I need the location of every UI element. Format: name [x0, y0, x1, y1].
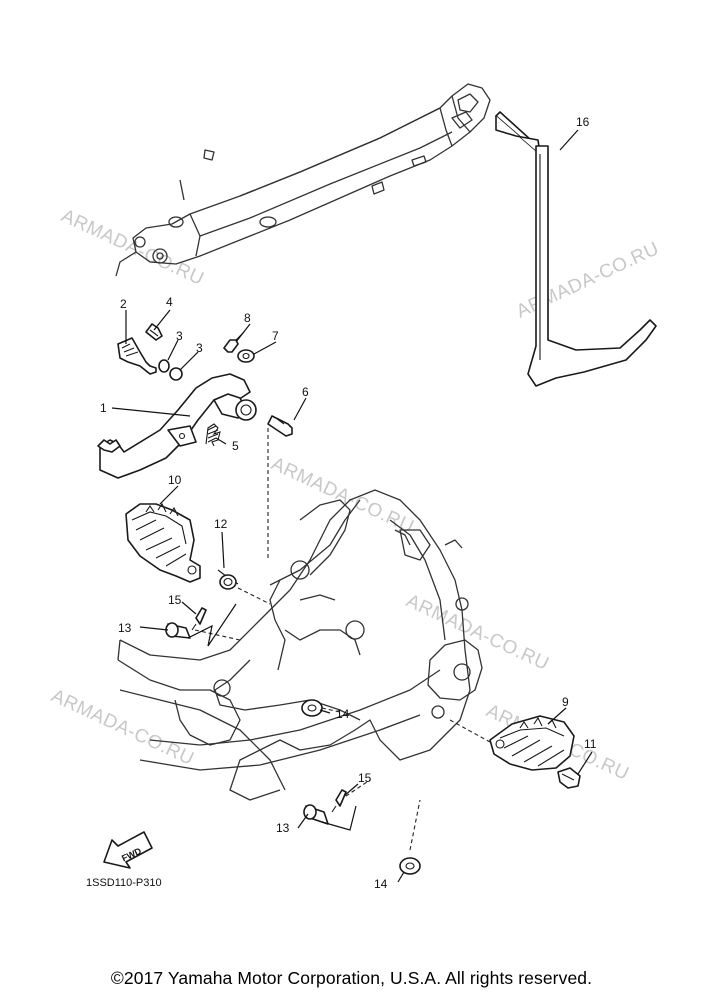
callout-3a: 3 — [176, 329, 183, 343]
part-clip-11[interactable] — [557, 767, 581, 789]
callout-15b: 15 — [358, 771, 372, 785]
callout-5: 5 — [232, 439, 239, 453]
callout-14a: 14 — [336, 707, 350, 721]
part-footrest-left[interactable] — [125, 502, 201, 583]
part-washer-14-upper[interactable] — [301, 699, 323, 717]
watermark: ARMADA-CO.RU — [403, 590, 552, 674]
callout-12: 12 — [214, 517, 228, 531]
callout-13a: 13 — [118, 621, 132, 635]
callout-13b: 13 — [276, 821, 290, 835]
callout-8: 8 — [244, 311, 251, 325]
callout-16: 16 — [576, 115, 590, 129]
callouts: 1 2 3 3 4 5 6 7 8 9 10 11 12 13 13 14 14… — [100, 115, 597, 891]
callout-9: 9 — [562, 695, 569, 709]
part-pivot-bolt[interactable] — [117, 337, 157, 375]
fwd-arrow-icon: FWD — [103, 831, 153, 869]
part-pin-13-left[interactable] — [165, 622, 191, 639]
assembly-lines — [194, 428, 491, 851]
part-washer-14-lower[interactable] — [399, 857, 421, 875]
copyright-footer: ©2017 Yamaha Motor Corporation, U.S.A. A… — [110, 968, 593, 988]
callout-1: 1 — [100, 401, 107, 415]
part-cotter-pin-15-lower[interactable] — [331, 789, 347, 813]
part-o-rings[interactable] — [158, 359, 183, 381]
part-cotter-pin-15-left[interactable] — [191, 607, 207, 631]
callout-2: 2 — [120, 297, 127, 311]
part-footrest-right[interactable] — [489, 715, 575, 771]
callout-7: 7 — [272, 329, 279, 343]
part-bolt-6[interactable] — [267, 415, 293, 437]
callout-6: 6 — [302, 385, 309, 399]
sidestand[interactable] — [495, 111, 657, 387]
diagram-code: 1SSD110-P310 — [86, 877, 162, 889]
part-spring-5[interactable] — [205, 423, 221, 447]
leader-lines — [111, 129, 593, 883]
watermarks: ARMADA-CO.RU ARMADA-CO.RU ARMADA-CO.RU A… — [48, 205, 663, 784]
part-cotter-pin-4[interactable] — [145, 323, 163, 341]
callout-10: 10 — [168, 473, 182, 487]
swingarm — [115, 83, 491, 277]
watermark: ARMADA-CO.RU — [48, 685, 197, 769]
callout-3b: 3 — [196, 341, 203, 355]
callout-4: 4 — [166, 295, 173, 309]
frame — [117, 489, 483, 801]
callout-15a: 15 — [168, 593, 182, 607]
callout-11: 11 — [584, 737, 597, 751]
watermark: ARMADA-CO.RU — [58, 205, 207, 289]
callout-14b: 14 — [374, 877, 388, 891]
part-spring-12[interactable] — [217, 569, 239, 590]
part-brake-pedal[interactable] — [97, 373, 257, 479]
part-washer-7[interactable] — [237, 349, 255, 363]
